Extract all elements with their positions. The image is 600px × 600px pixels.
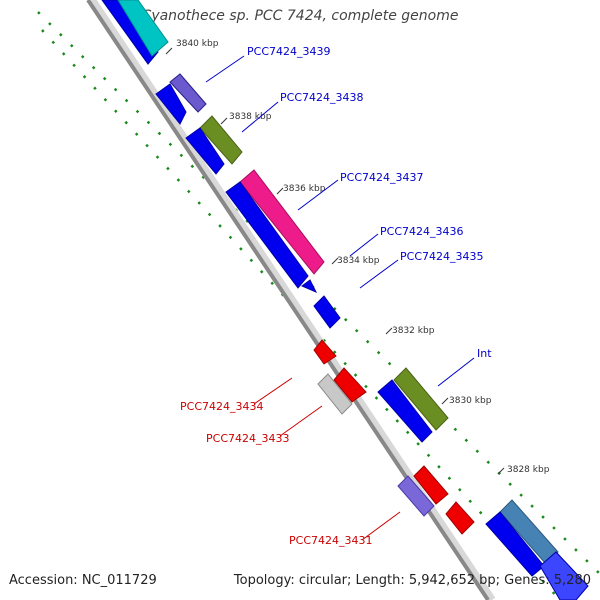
gene-arrow-int-blue[interactable] (377, 379, 433, 443)
accession-text: Accession: NC_011729 (9, 573, 157, 588)
gene-label-3435[interactable]: PCC7424_3435 (400, 250, 483, 263)
gene-label-3437[interactable]: PCC7424_3437 (340, 171, 423, 184)
gene-arrow-blue-small[interactable] (155, 83, 187, 125)
tick-label: 3834 kbp (337, 256, 380, 266)
gene-arrow-3435[interactable] (313, 295, 341, 329)
gene-label-3438[interactable]: PCC7424_3438 (280, 91, 363, 104)
gene-label-3433[interactable]: PCC7424_3433 (206, 432, 289, 445)
gene-arrow-red-lower[interactable] (445, 501, 475, 535)
map-title: Cyanothece sp. PCC 7424, complete genome (141, 8, 459, 24)
gene-labels: PCC7424_3439 PCC7424_3438 PCC7424_3437 P… (180, 45, 492, 547)
tick-label: 3828 kbp (507, 465, 550, 475)
tick-label: 3836 kbp (283, 184, 326, 194)
gene-arrow-3436[interactable] (301, 279, 318, 293)
gene-arrow-grey[interactable] (317, 373, 353, 415)
gene-arrow-cyan[interactable] (117, 0, 169, 57)
label-leader-lines (205, 55, 475, 541)
gene-label-3439[interactable]: PCC7424_3439 (247, 45, 330, 58)
gene-arrow-3431-red[interactable] (413, 465, 449, 505)
tick-label: 3832 kbp (392, 326, 435, 336)
gene-arrow-3433-red[interactable] (333, 367, 367, 403)
gene-arrow-3439[interactable] (169, 73, 207, 113)
gene-arrow-forward-blue[interactable] (101, 0, 159, 65)
gene-label-3431[interactable]: PCC7424_3431 (289, 534, 372, 547)
gene-label-3436[interactable]: PCC7424_3436 (380, 225, 463, 238)
tick-label: 3840 kbp (176, 39, 219, 49)
tick-label: 3830 kbp (449, 396, 492, 406)
gene-arrow-steelblue[interactable] (499, 499, 559, 565)
gene-arrow-blue-large[interactable] (225, 181, 309, 289)
gene-label-int[interactable]: Int (477, 347, 492, 360)
backbone-shadow (88, 0, 496, 600)
gene-label-3434[interactable]: PCC7424_3434 (180, 400, 263, 413)
gene-arrow-int-olive[interactable] (393, 367, 449, 431)
gene-arrow-blue-edge[interactable] (539, 551, 589, 600)
gene-arrow-blue[interactable] (185, 127, 225, 175)
gene-features (101, 0, 589, 600)
gene-arrow-3434-red[interactable] (313, 339, 337, 365)
tick-label: 3838 kbp (229, 112, 272, 122)
gene-arrow-3438-olive[interactable] (199, 115, 243, 165)
topology-text: Topology: circular; Length: 5,942,652 bp… (233, 573, 591, 588)
gene-arrow-purple[interactable] (397, 475, 435, 517)
scale-ticks: 3840 kbp 3838 kbp 3836 kbp 3834 kbp 3832… (165, 39, 550, 475)
gene-arrow-3437-magenta[interactable] (239, 169, 325, 275)
